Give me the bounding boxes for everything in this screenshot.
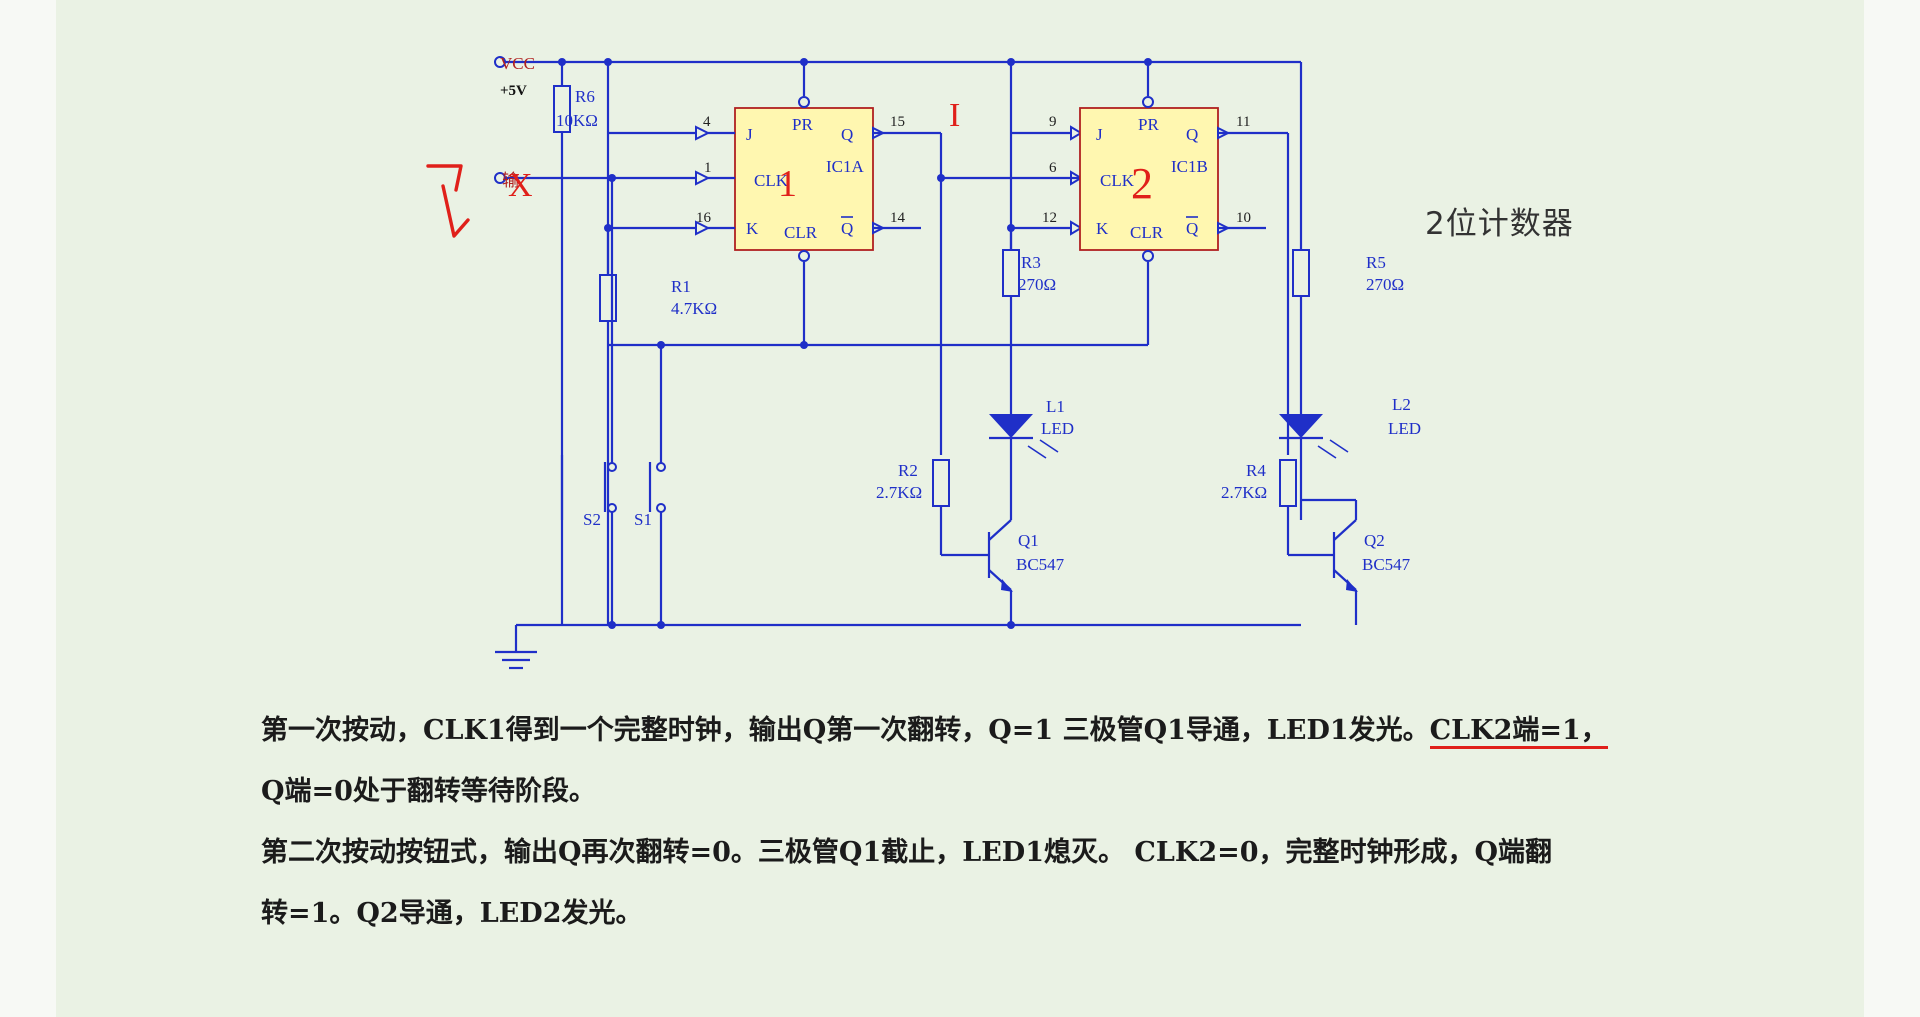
output-stage-1: [932, 228, 1059, 625]
explanation-line-3: 第二次按动按钮式，输出Q再次翻转=0。三极管Q1截止，LED1熄灭。 CLK2=…: [261, 837, 1553, 868]
q-handwritten-mark: I: [949, 97, 960, 134]
q2-part: BC547: [1362, 555, 1411, 574]
ic2-pin-qbar: Q: [1186, 219, 1198, 238]
q1-name: Q1: [1018, 531, 1039, 550]
junction-dots: [558, 58, 1152, 629]
flipflop-ic1b: J CLK K PR CLR Q Q IC1B 9 6 12 11 10: [1042, 62, 1290, 455]
s1-label: S1: [634, 510, 652, 529]
ic1-pin-k: K: [746, 219, 759, 238]
explanation-line-1a: 第一次按动，CLK1得到一个完整时钟，输出Q第一次翻转，Q=1 三极管Q1导通，…: [261, 715, 1430, 746]
ic1-pin-qbar: Q: [841, 219, 853, 238]
ic2-num-j: 9: [1049, 114, 1057, 130]
r3-name: R3: [1021, 253, 1041, 272]
l1-name: L1: [1046, 397, 1065, 416]
ic1-num-j: 4: [703, 114, 711, 130]
ic1-pin-j: J: [746, 125, 753, 144]
r5-name: R5: [1366, 253, 1386, 272]
explanation-line-4: 转=1。Q2导通，LED2发光。: [261, 898, 643, 929]
ic1-pin-q: Q: [841, 125, 853, 144]
r5-value: 270Ω: [1366, 275, 1404, 294]
input-cross-mark: X: [508, 167, 533, 204]
circuit-diagram: J CLK K PR CLR Q Q IC1A 4 1 16 15 14: [426, 54, 1421, 670]
ic2-pin-clr: CLR: [1130, 223, 1164, 242]
ic1-pin-pr: PR: [792, 115, 813, 134]
input-label: 输: [502, 171, 519, 190]
resistor-r6: [553, 62, 571, 625]
ic2-handwritten-number: 2: [1131, 159, 1153, 208]
ic2-pin-k: K: [1096, 219, 1109, 238]
ic1-handwritten-number: 1: [778, 163, 797, 205]
supply-voltage-label: +5V: [500, 83, 527, 99]
r2-name: R2: [898, 461, 918, 480]
r1-value: 4.7KΩ: [671, 299, 717, 318]
output-stage-2: [1279, 249, 1358, 625]
r4-name: R4: [1246, 461, 1266, 480]
explanation-line-1b: CLK2端=1，: [1429, 715, 1608, 749]
vcc-label: VCC: [500, 54, 535, 73]
ground-rail: [495, 623, 1301, 670]
flipflop-ic1a: J CLK K PR CLR Q Q IC1A 4 1 16 15 14: [696, 62, 1081, 455]
ic1-num-qbar: 14: [890, 210, 906, 226]
ic1-num-q: 15: [890, 114, 905, 130]
explanation-line-1: 第一次按动，CLK1得到一个完整时钟，输出Q第一次翻转，Q=1 三极管Q1导通，…: [261, 700, 1781, 761]
jk-bus-ic2: [1009, 62, 1083, 250]
vcc-rail: [494, 56, 1303, 250]
ic2-pin-pr: PR: [1138, 115, 1159, 134]
l1-type: LED: [1041, 419, 1074, 438]
ic2-num-q: 11: [1236, 114, 1250, 130]
ic1-num-clk: 1: [704, 160, 712, 176]
q2-name: Q2: [1364, 531, 1385, 550]
l2-name: L2: [1392, 395, 1411, 414]
ic2-pin-q: Q: [1186, 125, 1198, 144]
explanation-line-2: Q端=0处于翻转等待阶段。: [261, 776, 596, 807]
r6-value: 10KΩ: [556, 111, 598, 130]
pushbutton-s2: [560, 455, 617, 520]
ic1-num-k: 16: [696, 210, 712, 226]
r1-name: R1: [671, 277, 691, 296]
pushbutton-s1: [610, 178, 666, 625]
q1-part: BC547: [1016, 555, 1065, 574]
r3-value: 270Ω: [1018, 275, 1056, 294]
handwritten-annotations: X 1 2 I: [426, 97, 1153, 238]
explanation-text: 第一次按动，CLK1得到一个完整时钟，输出Q第一次翻转，Q=1 三极管Q1导通，…: [261, 700, 1781, 944]
ic1-name: IC1A: [826, 157, 865, 176]
r6-name: R6: [575, 87, 595, 106]
ic2-num-k: 12: [1042, 210, 1057, 226]
resistor-r1: [599, 228, 1148, 625]
ic1-pin-clr: CLR: [784, 223, 818, 242]
input-line: [494, 170, 711, 186]
ic2-name: IC1B: [1171, 157, 1208, 176]
jk-bus-ic1: [606, 62, 711, 275]
ic2-pin-clk: CLK: [1100, 171, 1135, 190]
ic2-num-qbar: 10: [1236, 210, 1251, 226]
ic1-pin-clk: CLK: [754, 171, 789, 190]
l2-type: LED: [1388, 419, 1421, 438]
ic2-num-clk: 6: [1049, 160, 1057, 176]
counter-title: 2位计数器: [1425, 206, 1574, 242]
falling-edge-mark: [426, 164, 470, 238]
slide: J CLK K PR CLR Q Q IC1A 4 1 16 15 14: [56, 0, 1864, 1017]
r4-value: 2.7KΩ: [1221, 483, 1267, 502]
s2-label: S2: [583, 510, 601, 529]
ic2-pin-j: J: [1096, 125, 1103, 144]
r2-value: 2.7KΩ: [876, 483, 922, 502]
